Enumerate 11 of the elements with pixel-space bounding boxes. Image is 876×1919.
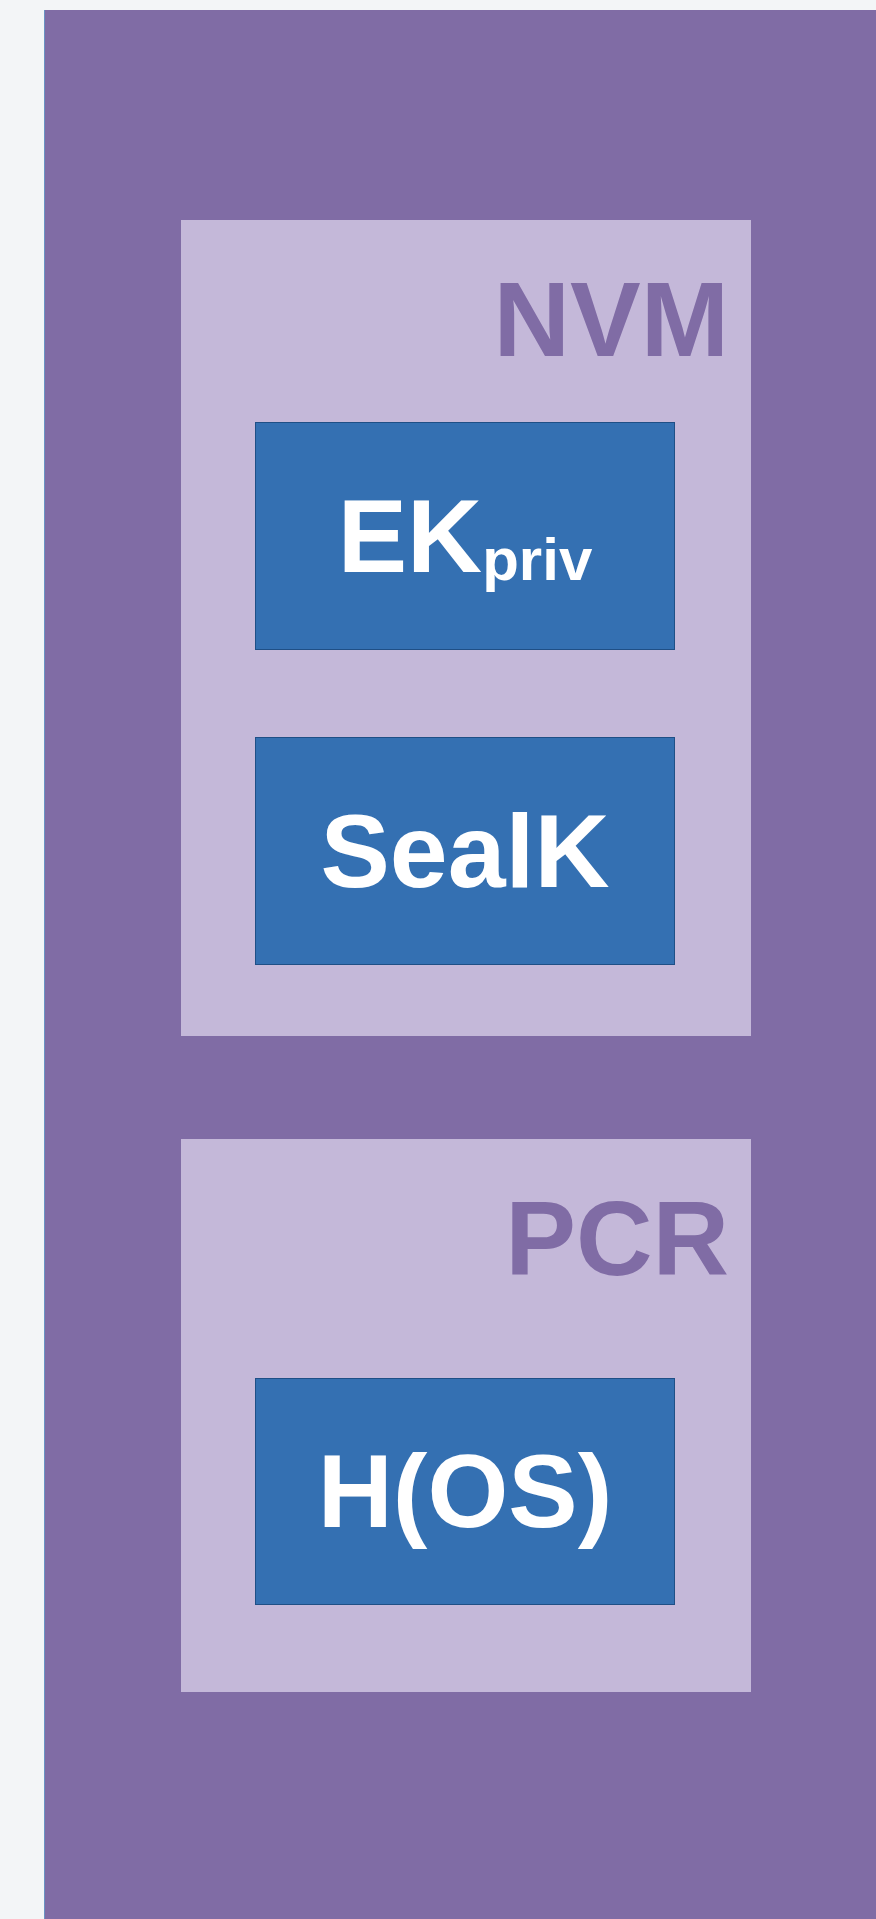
memory-panel [181,220,751,1036]
key-box [255,422,675,650]
register-panel [181,1139,751,1692]
key-label: H(OS) [317,1432,613,1551]
hash-box [255,1378,675,1605]
key-label: EK$_{priv}$ [337,476,593,596]
key-box [255,737,675,965]
outer-panel [44,10,876,1919]
key-label: SealK [320,791,610,911]
group-label: PCR [505,1185,729,1291]
group-label: NVM [493,266,729,372]
